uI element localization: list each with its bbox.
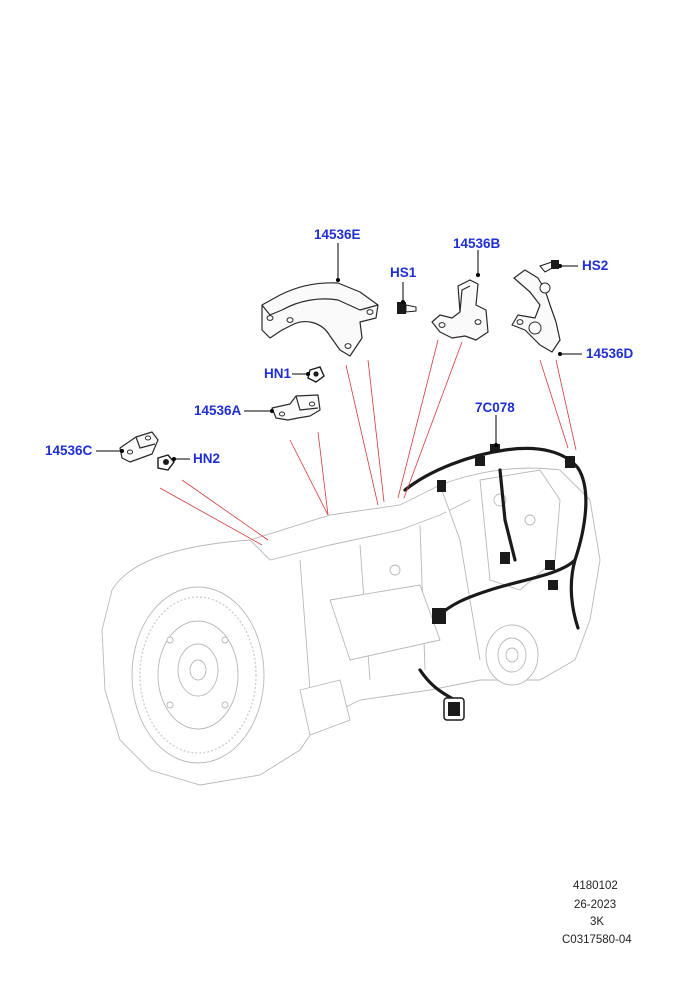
output-flange — [485, 624, 539, 686]
drawing-number: C0317580-04 — [562, 934, 632, 946]
callout-14536A: 14536A — [194, 403, 242, 418]
bolt-HS1 — [397, 302, 417, 314]
nut-HN2 — [157, 454, 175, 471]
callout-7C078: 7C078 — [475, 400, 515, 415]
callout-HS2: HS2 — [582, 258, 609, 273]
bracket-14536D — [511, 269, 561, 353]
bracket-14536A — [271, 394, 321, 421]
callout-14536B: 14536B — [453, 236, 501, 251]
bracket-14536E — [261, 282, 379, 357]
callout-14536D: 14536D — [586, 346, 634, 361]
nut-HN1 — [307, 366, 325, 383]
bolt-HS2 — [539, 260, 559, 273]
callout-leaders — [96, 243, 582, 461]
illustration-number: 4180102 — [573, 880, 618, 892]
bracket-14536B — [431, 279, 489, 341]
reference-lines — [159, 339, 577, 546]
bracket-14536C — [119, 431, 159, 463]
version-code: 3K — [590, 916, 605, 928]
transmission-assembly — [101, 467, 601, 786]
callout-HN1: HN1 — [264, 366, 292, 381]
wiring-harness — [403, 444, 588, 721]
callout-14536C: 14536C — [45, 443, 93, 458]
callout-HN2: HN2 — [193, 451, 221, 466]
callout-HS1: HS1 — [390, 265, 417, 280]
flywheel — [131, 586, 265, 764]
release-code: 26-2023 — [574, 899, 617, 911]
callout-14536E: 14536E — [314, 227, 361, 242]
